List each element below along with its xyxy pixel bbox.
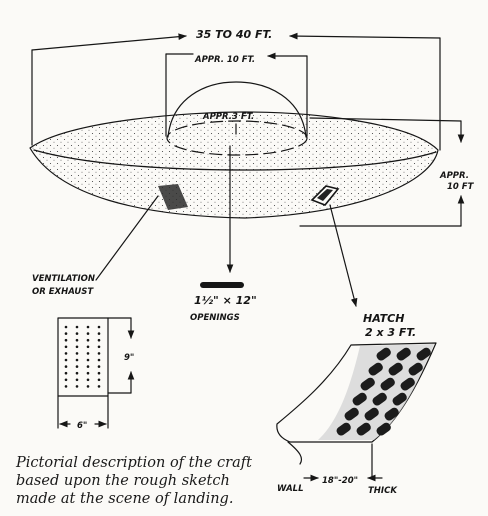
ventilation-detail	[57, 317, 135, 429]
ventilation-hole	[64, 352, 68, 355]
width-dimension	[31, 32, 441, 151]
hatch-opening	[392, 392, 407, 406]
height-label-line1: APPR.	[439, 171, 469, 181]
ventilation-hole	[86, 371, 90, 375]
hatch-opening	[396, 347, 411, 361]
ventilation-hole	[64, 378, 68, 382]
hatch-opening	[380, 377, 395, 391]
vent-width-label: 6"	[77, 421, 87, 431]
ventilation-hole	[97, 385, 101, 388]
ventilation-hole	[64, 358, 68, 362]
dome-width-label: APPR. 10 FT.	[194, 55, 255, 65]
ventilation-hole	[75, 352, 79, 355]
hatch-opening	[360, 377, 375, 391]
ventilation-hole	[86, 378, 90, 382]
hatch-opening	[372, 392, 387, 406]
ventilation-holes	[64, 325, 101, 388]
ventilation-hole	[64, 371, 68, 375]
hatch-size-label: 2 x 3 FT.	[365, 326, 416, 339]
ventilation-hole	[75, 325, 79, 329]
ventilation-hole	[97, 365, 101, 368]
ventilation-hole	[97, 325, 101, 329]
hatch-opening	[400, 377, 415, 391]
openings-label: OPENINGS	[190, 313, 240, 323]
hatch-opening	[416, 347, 431, 361]
ventilation-leader	[95, 195, 159, 281]
dome-height-label: APPR.3 FT.	[202, 112, 254, 122]
ventilation-hole	[64, 365, 68, 368]
hatch-opening	[364, 407, 379, 421]
openings-symbol	[200, 282, 244, 288]
ventilation-hole	[86, 385, 90, 388]
ventilation-hole	[86, 345, 90, 349]
ventilation-hole	[75, 338, 79, 342]
hatch-opening	[344, 407, 359, 421]
ventilation-hole	[86, 325, 90, 329]
ventilation-hole	[97, 332, 101, 335]
height-label-line2: 10 FT	[447, 182, 475, 192]
ventilation-hole	[75, 378, 79, 382]
ventilation-hole	[75, 371, 79, 375]
hatch-opening	[352, 392, 367, 406]
caption-line-3: made at the scene of landing.	[16, 491, 233, 507]
vent-height-label: 9"	[124, 353, 134, 363]
hatch-openings	[336, 347, 431, 436]
hatch-opening	[384, 407, 399, 421]
ventilation-hole	[75, 385, 79, 388]
saucer-dome	[166, 81, 308, 156]
height-dimension	[299, 117, 465, 227]
ventilation-hole	[75, 332, 79, 335]
thick-label: THICK	[368, 486, 398, 496]
ventilation-hole	[86, 358, 90, 362]
ventilation-hole	[97, 371, 101, 375]
ventilation-hole	[86, 338, 90, 342]
hatch-leader	[329, 204, 358, 307]
hatch-label: HATCH	[363, 312, 404, 325]
ventilation-hole	[64, 385, 68, 388]
wall-label: WALL	[277, 484, 303, 494]
hatch-opening	[408, 362, 423, 376]
ventilation-hole	[75, 358, 79, 362]
wall-thickness-label: 18"-20"	[322, 476, 358, 486]
ventilation-hole	[86, 352, 90, 355]
hatch-opening	[376, 347, 391, 361]
ventilation-label-line2: OR EXHAUST	[32, 287, 94, 297]
ventilation-hole	[86, 332, 90, 335]
saucer-body	[29, 111, 439, 219]
hatch-opening	[368, 362, 383, 376]
ventilation-hole	[64, 332, 68, 335]
ventilation-hole	[75, 365, 79, 368]
ventilation-hole	[75, 345, 79, 349]
dome-width-dimension	[165, 52, 308, 137]
hatch-opening	[376, 422, 391, 436]
hatch-opening	[388, 362, 403, 376]
ventilation-label-line1: VENTILATION	[32, 274, 95, 284]
body-hatch	[310, 185, 340, 206]
hatch-detail	[276, 342, 437, 465]
hatch-opening	[336, 422, 351, 436]
ventilation-hole	[97, 378, 101, 382]
width-label: 35 TO 40 FT.	[196, 28, 272, 41]
caption-line-2: based upon the rough sketch	[16, 473, 230, 489]
ventilation-hole	[86, 365, 90, 368]
body-ventilation-grille	[158, 184, 188, 210]
openings-size-label: 1½" × 12"	[194, 294, 257, 307]
wall-thickness-dimension	[303, 443, 383, 482]
ventilation-hole	[97, 352, 101, 355]
ventilation-hole	[64, 338, 68, 342]
ventilation-hole	[97, 338, 101, 342]
ventilation-hole	[64, 325, 68, 329]
ventilation-hole	[97, 345, 101, 349]
caption-line-1: Pictorial description of the craft	[15, 455, 252, 471]
ventilation-hole	[64, 345, 68, 349]
ventilation-hole	[97, 358, 101, 362]
hatch-opening	[356, 422, 371, 436]
